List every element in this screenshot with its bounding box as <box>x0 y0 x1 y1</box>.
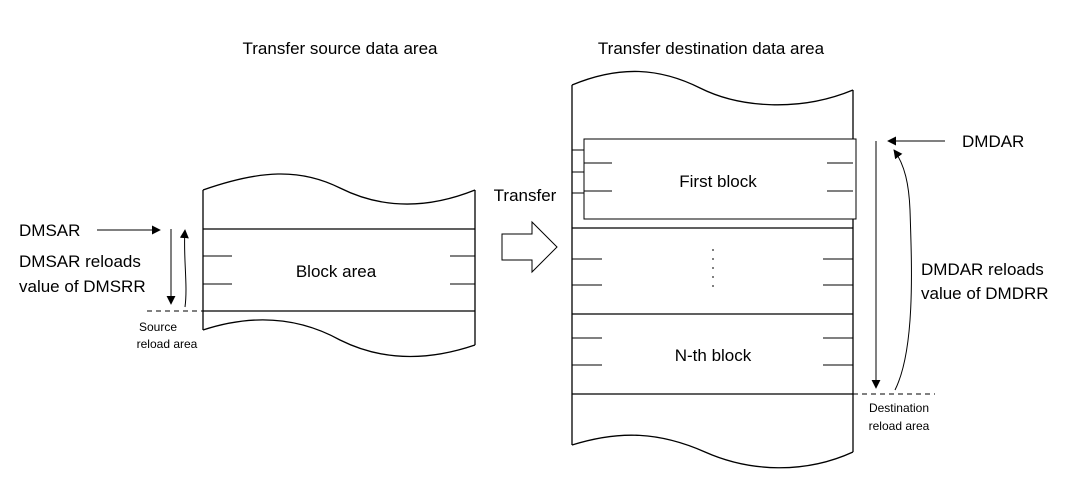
dmdar-reload-label-line1: DMDAR reloads <box>921 260 1044 279</box>
nth-block: N-th block <box>572 313 853 395</box>
dmsar-reload-label-line2: value of DMSRR <box>19 277 146 296</box>
transfer-label: Transfer <box>494 186 557 205</box>
dmsar-label: DMSAR <box>19 221 80 240</box>
source-area-title: Transfer source data area <box>243 39 439 58</box>
destination-data-area <box>571 70 854 469</box>
dmsar-reload-arrow <box>179 229 189 308</box>
nth-block-label: N-th block <box>675 346 752 365</box>
source-block-area: Block area <box>203 228 475 312</box>
dmdar-reload-label-line2: value of DMDRR <box>921 284 1049 303</box>
first-block: First block <box>572 138 857 229</box>
dmsar-reload-label-line1: DMSAR reloads <box>19 252 141 271</box>
transfer-arrow-icon <box>501 220 558 274</box>
dmdar-label: DMDAR <box>962 132 1024 151</box>
destination-area-title: Transfer destination data area <box>598 39 825 58</box>
source-reload-area-line2: reload area <box>137 337 198 351</box>
source-data-area <box>202 173 476 358</box>
destination-reload-area-line1: Destination <box>869 401 929 415</box>
block-area-label: Block area <box>296 262 377 281</box>
middle-blocks <box>572 249 853 290</box>
destination-reload-area-line2: reload area <box>869 419 930 433</box>
first-block-label: First block <box>679 172 757 191</box>
dmdar-reload-arrow <box>893 149 912 391</box>
source-reload-area-line1: Source <box>139 320 177 334</box>
